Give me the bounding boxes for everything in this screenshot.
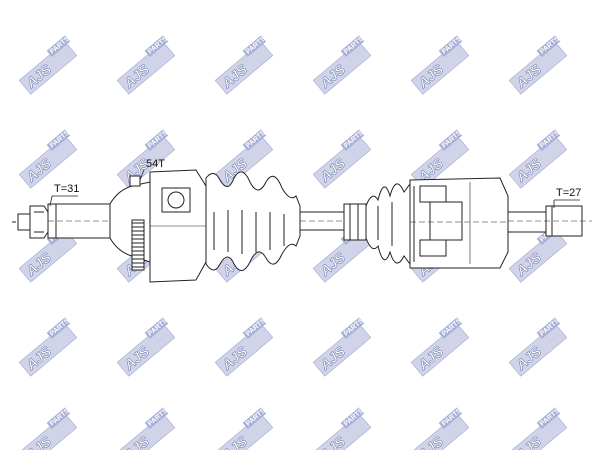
abs-ring-teeth-label: 54T [146, 158, 165, 170]
leader-lines [49, 169, 580, 208]
inner-spline-teeth-label: T=27 [556, 187, 581, 199]
center-shaft [299, 203, 367, 241]
abs-tone-ring [131, 219, 145, 271]
outer-spline [47, 203, 111, 239]
outer-threaded-stub [12, 205, 49, 239]
outer-boot [205, 171, 301, 271]
inner-tripod-joint [409, 177, 509, 269]
inner-spline [507, 205, 592, 237]
inner-boot [365, 182, 411, 266]
outer-spline-teeth-label: T=31 [54, 183, 79, 195]
drive-shaft-drawing [12, 169, 592, 283]
